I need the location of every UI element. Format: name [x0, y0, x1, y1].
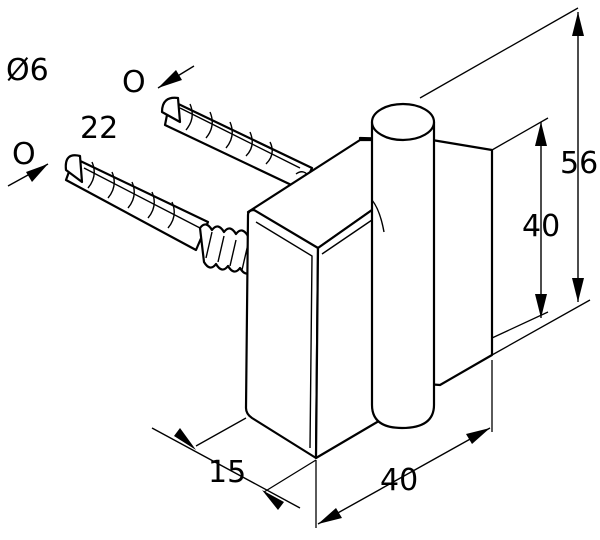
dimension-40-height: 40	[491, 117, 560, 339]
dimension-15-label: 15	[208, 455, 246, 490]
dimension-15: 15	[151, 417, 317, 510]
dimension-40-width-label: 40	[380, 463, 418, 498]
hinge-body	[244, 136, 494, 460]
dimension-40-width: 40	[315, 360, 493, 528]
dimension-56-label: 56	[560, 146, 598, 181]
upper-dowel-marker: O	[122, 65, 195, 100]
dimension-56: 56	[419, 7, 598, 356]
lower-dowel-marker-label: O	[12, 137, 36, 172]
upper-dowel	[160, 96, 314, 192]
lower-dowel-marker: O	[7, 137, 49, 187]
diameter-label: Ø6	[6, 53, 49, 88]
upper-dowel-marker-label: O	[122, 65, 146, 100]
dowel-length-label: 22	[80, 111, 118, 146]
lower-dowel	[64, 154, 210, 252]
hinge-pin	[370, 102, 436, 430]
dimension-40-height-label: 40	[522, 209, 560, 244]
